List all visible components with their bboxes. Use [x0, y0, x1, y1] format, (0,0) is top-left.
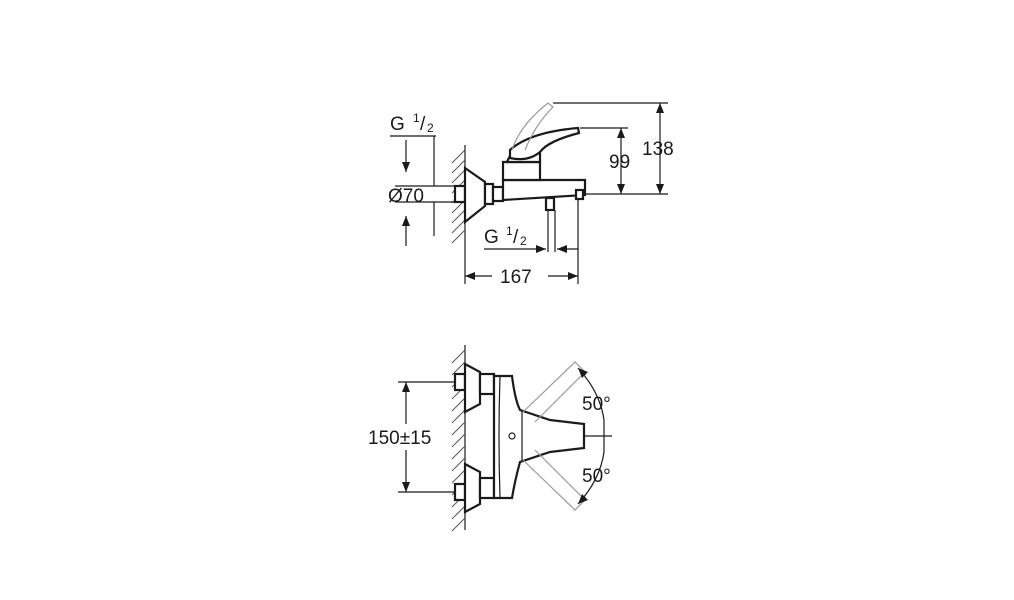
wall-front	[451, 345, 466, 532]
lever-rotation-ghosts	[522, 361, 586, 511]
thread-outlet-dimension: G 1 / 2	[484, 224, 578, 253]
thread-inlet-dimension: G 1 / 2	[390, 111, 455, 246]
mixer-body-side	[501, 102, 587, 252]
fraction-slash-2: /	[513, 227, 519, 248]
thread-inlet-denominator: 2	[427, 121, 434, 135]
total-height-label: 138	[642, 139, 674, 160]
angle-dimensions: 50° 50°	[577, 367, 612, 505]
inlet-connector	[453, 165, 505, 225]
angle-up-label: 50°	[582, 394, 611, 415]
side-view: G 1 / 2 Ø70 G 1 / 2	[388, 102, 674, 288]
upper-connector	[453, 362, 496, 414]
angle-down-label: 50°	[582, 466, 611, 487]
width-label: 167	[500, 267, 532, 288]
width-dimension: 167	[464, 200, 579, 288]
spacing-dimension: 150±15	[368, 381, 455, 493]
spacing-label: 150±15	[368, 428, 431, 449]
thread-outlet-label: G	[484, 227, 499, 248]
thread-inlet-label: G	[390, 114, 405, 135]
lower-connector	[453, 462, 496, 514]
diameter-label: Ø70	[388, 186, 424, 207]
front-view: 50° 50° 150±15	[368, 345, 612, 532]
height-dimensions: 99 138	[553, 102, 674, 195]
mixer-body-front	[492, 374, 586, 500]
thread-inlet-numerator: 1	[413, 111, 420, 125]
thread-outlet-denominator: 2	[520, 234, 527, 248]
thread-outlet-numerator: 1	[506, 224, 513, 238]
lever-height-label: 99	[609, 152, 630, 173]
fraction-slash: /	[420, 114, 426, 135]
